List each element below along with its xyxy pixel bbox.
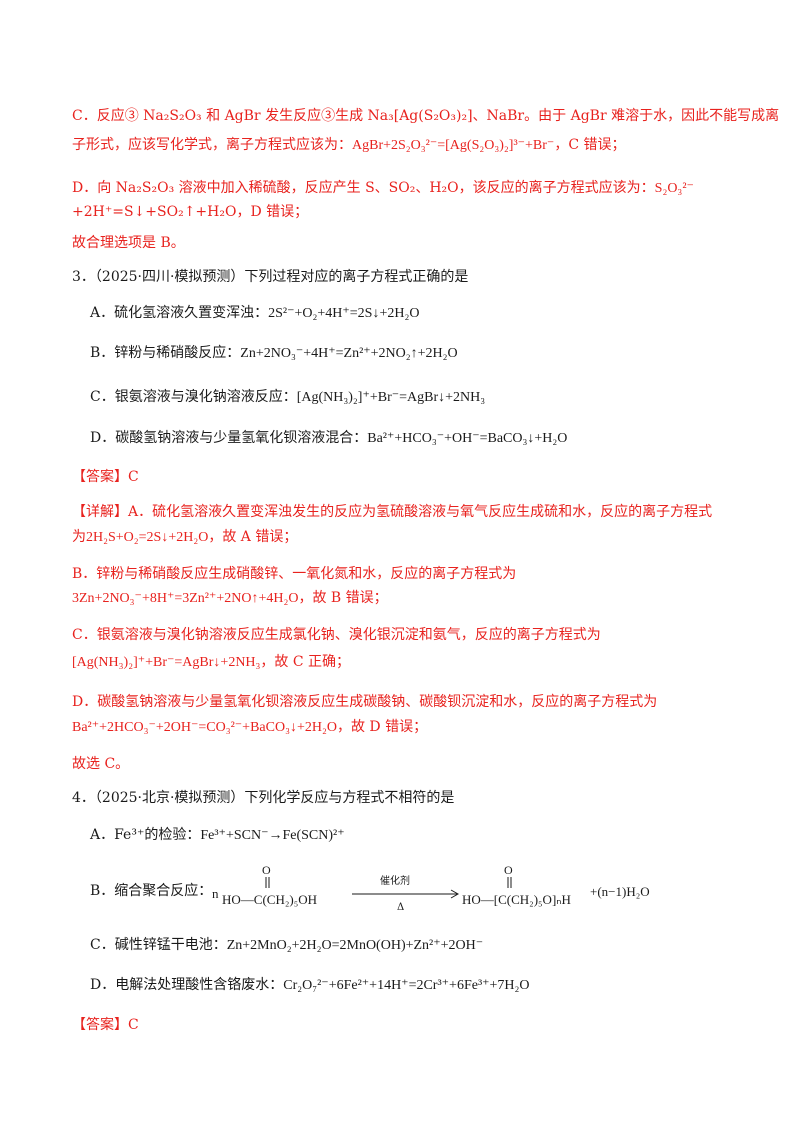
question-3-explanation-b-line2: 3Zn+2NO₃⁻+8H⁺=3Zn²⁺+2NO↑+4H₂O，故 B 错误； bbox=[72, 590, 388, 606]
explanation-d-line2: +2H⁺=S↓+SO₂↑+H₂O，D 错误； bbox=[72, 204, 309, 220]
question-4-option-d: D．电解法处理酸性含铬废水：Cr₂O₇²⁻+6Fe²⁺+14H⁺=2Cr³⁺+6… bbox=[90, 977, 530, 993]
equation: Ba²⁺+2HCO₃⁻+2OH⁻=CO₃²⁻+BaCO₃↓+2H₂O bbox=[72, 720, 337, 735]
question-3-option-c: C．银氨溶液与溴化钠溶液反应：[Ag(NH₃)₂]⁺+Br⁻=AgBr↓+2NH… bbox=[90, 389, 486, 405]
question-4-stem: 4．（2025·北京·模拟预测）下列化学反应与方程式不相符的是 bbox=[72, 790, 455, 806]
equation: 2S²⁻+O₂+4H⁺=2S↓+2H₂O bbox=[268, 306, 420, 321]
question-3-explanation-a-line2: 为2H₂S+O₂=2S↓+2H₂O，故 A 错误； bbox=[72, 529, 298, 545]
conclusion-b: 故合理选项是 B。 bbox=[72, 235, 185, 251]
question-3-explanation-d-line2: Ba²⁺+2HCO₃⁻+2OH⁻=CO₃²⁻+BaCO₃↓+2H₂O，故 D 错… bbox=[72, 719, 428, 735]
explanation-c-line2: 子形式，应该写化学式，离子方程式应该为：AgBr+2S₂O₃²⁻=[Ag(S₂O… bbox=[72, 137, 626, 153]
question-4-option-a: A．Fe³⁺的检验：Fe³⁺+SCN⁻→Fe(SCN)²⁺ bbox=[90, 827, 345, 843]
equation: Ba²⁺+HCO₃⁻+OH⁻=BaCO₃↓+H₂O bbox=[367, 431, 568, 446]
equation: [Ag(NH₃)₂]⁺+Br⁻=AgBr↓+2NH₃ bbox=[296, 390, 486, 405]
carbonyl-oxygen: O bbox=[504, 863, 513, 877]
question-3-explanation-b-line1: B．锌粉与稀硝酸反应生成硝酸锌、一氧化氮和水，反应的离子方程式为 bbox=[72, 566, 517, 582]
equation: Zn+2NO₃⁻+4H⁺=Zn²⁺+2NO₂↑+2H₂O bbox=[240, 346, 458, 361]
conclusion-c: 故选 C。 bbox=[72, 756, 130, 772]
explanation-d-line1: D．向 Na₂S₂O₃ 溶液中加入稀硫酸，反应产生 S、SO₂、H₂O，该反应的… bbox=[72, 180, 694, 196]
polymerization-equation: n O HO—C(CH₂)₅OH 催化剂 Δ O HO—[C(CH₂)₅O]ₙH… bbox=[212, 863, 650, 913]
catalyst-label: 催化剂 bbox=[380, 874, 410, 887]
equation: 2H₂S+O₂=2S↓+2H₂O bbox=[86, 530, 209, 545]
equation: Fe³⁺+SCN⁻→Fe(SCN)²⁺ bbox=[200, 828, 345, 843]
question-3-answer: 【答案】C bbox=[72, 469, 139, 485]
equation: Zn+2MnO₂+2H₂O=2MnO(OH)+Zn²⁺+2OH⁻ bbox=[226, 938, 484, 953]
question-3-explanation-d-line1: D．碳酸氢钠溶液与少量氢氧化钡溶液反应生成碳酸钠、碳酸钡沉淀和水，反应的离子方程… bbox=[72, 694, 658, 710]
question-3-explanation-c-line2: [Ag(NH₃)₂]⁺+Br⁻=AgBr↓+2NH₃，故 C 正确； bbox=[72, 654, 351, 670]
question-3-explanation-c-line1: C．银氨溶液与溴化钠溶液反应生成氯化钠、溴化银沉淀和氨气，反应的离子方程式为 bbox=[72, 627, 601, 643]
coefficient-n: n bbox=[212, 886, 219, 901]
equation: 3Zn+2NO₃⁻+8H⁺=3Zn²⁺+2NO↑+4H₂O bbox=[72, 591, 299, 606]
question-3-option-a: A．硫化氢溶液久置变浑浊：2S²⁻+O₂+4H⁺=2S↓+2H₂O bbox=[90, 305, 420, 321]
question-3-option-d: D．碳酸氢钠溶液与少量氢氧化钡溶液混合：Ba²⁺+HCO₃⁻+OH⁻=BaCO₃… bbox=[90, 430, 568, 446]
carbonyl-oxygen: O bbox=[262, 863, 271, 877]
equation: [Ag(NH₃)₂]⁺+Br⁻=AgBr↓+2NH₃ bbox=[72, 655, 261, 670]
monomer: HO—C(CH₂)₅OH bbox=[222, 892, 317, 907]
question-4-option-c: C．碱性锌锰干电池：Zn+2MnO₂+2H₂O=2MnO(OH)+Zn²⁺+2O… bbox=[90, 937, 484, 953]
equation: S₂O₃²⁻ bbox=[654, 181, 694, 196]
water-byproduct: +(n−1)H₂O bbox=[590, 884, 650, 899]
question-3-explanation-a-line1: 【详解】A．硫化氢溶液久置变浑浊发生的反应为氢硫酸溶液与氧气反应生成硫和水，反应… bbox=[72, 504, 713, 520]
equation: Cr₂O₇²⁻+6Fe²⁺+14H⁺=2Cr³⁺+6Fe³⁺+7H₂O bbox=[283, 978, 530, 993]
explanation-c-line1: C．反应③ Na₂S₂O₃ 和 AgBr 发生反应③生成 Na₃[Ag(S₂O₃… bbox=[72, 108, 780, 124]
polymer: HO—[C(CH₂)₅O]ₙH bbox=[462, 892, 571, 907]
question-4-option-b: B．缩合聚合反应： bbox=[90, 883, 213, 899]
heat-symbol: Δ bbox=[397, 902, 404, 913]
question-4-answer: 【答案】C bbox=[72, 1017, 139, 1033]
equation: AgBr+2S₂O₃²⁻=[Ag(S₂O₃)₂]³⁻+Br⁻ bbox=[352, 138, 555, 153]
question-3-stem: 3．（2025·四川·模拟预测）下列过程对应的离子方程式正确的是 bbox=[72, 269, 469, 285]
question-3-option-b: B．锌粉与稀硝酸反应：Zn+2NO₃⁻+4H⁺=Zn²⁺+2NO₂↑+2H₂O bbox=[90, 345, 458, 361]
